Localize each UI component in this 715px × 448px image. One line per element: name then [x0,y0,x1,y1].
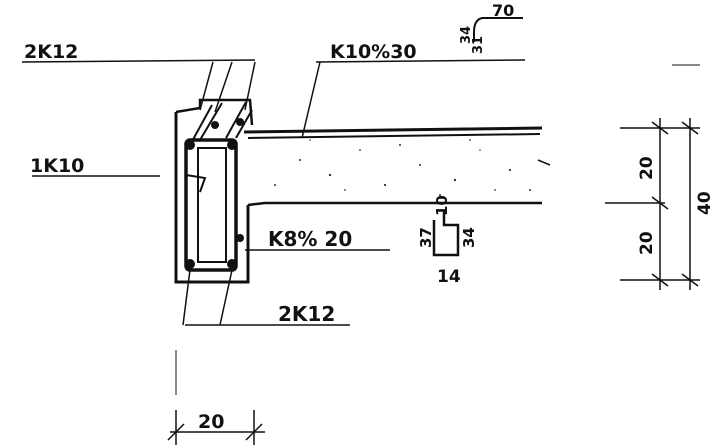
stirrup-cage [184,101,253,272]
height-dimensions [605,64,700,290]
top-bars-label: 2K12 [24,41,78,63]
dim-width-label: 20 [198,411,224,433]
dim-lower-label: 20 [637,231,657,255]
stirrup-top-label: 10 [433,195,451,216]
dim-upper-label: 20 [637,156,657,180]
beam-section [174,98,551,284]
slab-hatch [274,139,531,196]
slab-stirrups-label: K10%30 [330,41,417,63]
stirrup-bottom-label: 14 [437,267,461,287]
side-bar-label: 1K10 [30,155,84,177]
stirrup-left-label: 37 [417,227,435,248]
dim-total-label: 40 [695,191,715,215]
leader-lines [21,17,526,326]
hook-b-label: 31 [471,36,486,54]
width-dimension [167,350,265,445]
stirrup-right-label: 34 [460,227,478,248]
stirrups-label: K8% 20 [268,227,352,251]
hook-a-label: 34 [459,26,474,44]
stirrup-shape-detail [432,210,460,257]
hook-length-label: 70 [492,1,514,20]
bottom-bars-label: 2K12 [278,302,335,326]
